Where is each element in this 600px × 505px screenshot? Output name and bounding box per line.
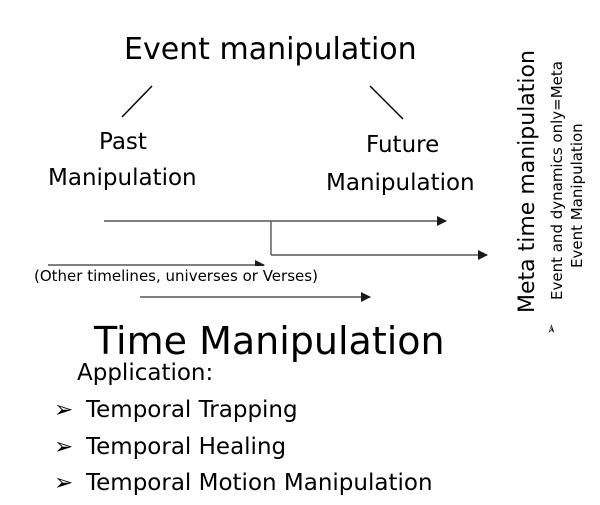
arrow-bullet-icon: ➢ [54,397,74,423]
application-header: Application: [77,360,214,386]
arrow-bullet-icon: ➢ [54,470,74,496]
past-connector-line [121,85,153,118]
meta-note-line2: Event Manipulation [568,123,586,268]
meta-note-line1: Event and dynamics only=Meta [548,61,566,300]
other-timelines-label: (Other timelines, universes or Verses) [32,266,320,286]
meta-arrow-bullet-icon: ➢ [544,323,560,335]
meta-time-manipulation-title: Meta time manipulation [515,50,540,313]
past-manipulation-label-line2: Manipulation [48,165,197,191]
application-item: ➢ Temporal Healing [54,433,286,462]
application-item-label: Temporal Motion Manipulation [86,470,433,496]
application-item: ➢ Temporal Motion Manipulation [54,469,433,498]
arrow-bullet-icon: ➢ [54,434,74,460]
application-item-label: Temporal Healing [86,434,287,460]
future-manipulation-label-line2: Manipulation [326,170,475,196]
future-manipulation-label-line1: Future [366,132,440,158]
application-item-label: Temporal Trapping [86,397,298,423]
time-manipulation-title: Time Manipulation [94,319,445,363]
event-manipulation-title: Event manipulation [124,32,417,67]
future-connector-line [369,85,404,120]
application-item: ➢ Temporal Trapping [54,396,298,425]
past-manipulation-label-line1: Past [99,129,147,155]
